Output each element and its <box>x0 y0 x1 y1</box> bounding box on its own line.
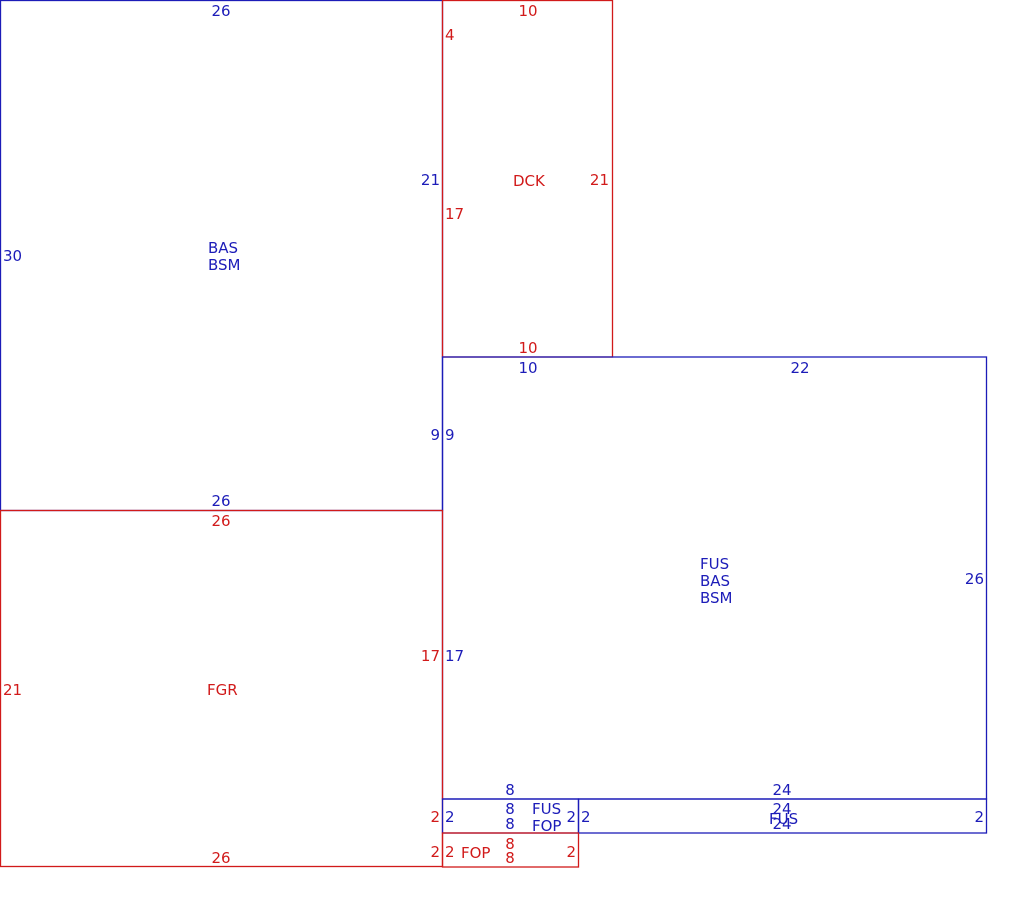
dck-upper-left-dim: 4 <box>445 26 455 44</box>
fus-strip-outline <box>577 798 988 834</box>
fus-fop-bottom-dim: 8 <box>505 815 515 833</box>
fus-strip-left-dim: 2 <box>581 808 591 826</box>
bas-bsm-top-dim: 26 <box>211 2 230 20</box>
fus-code-2: BAS <box>700 572 730 590</box>
bas-bsm-left-dim: 30 <box>3 247 22 265</box>
fop-bottom-dim: 8 <box>505 849 515 867</box>
fop-outline <box>441 832 580 868</box>
fop-code: FOP <box>461 844 490 862</box>
bas-bsm-code-2: BSM <box>208 256 241 274</box>
fgr-bottom-dim: 26 <box>211 849 230 867</box>
fgr-left-dim: 21 <box>3 681 22 699</box>
fus-bottom-left-dim: 8 <box>505 781 515 799</box>
fus-fop-code-1: FUS <box>532 800 561 818</box>
fus-fop-top-dim: 8 <box>505 800 515 818</box>
fus-top-right-dim: 22 <box>790 359 809 377</box>
fus-strip-bottom-dim: 24 <box>772 815 791 833</box>
fus-code-1: FUS <box>700 555 729 573</box>
fgr-code: FGR <box>207 681 238 699</box>
fop-left-dim: 2 <box>445 843 455 861</box>
fus-left-lower-dim: 17 <box>445 647 464 665</box>
dck-left-dim: 17 <box>445 205 464 223</box>
dck-right-dim: 21 <box>590 171 609 189</box>
bas-bsm-bottom-dim: 26 <box>211 492 230 510</box>
dck-code: DCK <box>513 172 546 190</box>
fus-top-left-dim: 10 <box>518 359 537 377</box>
bas-bsm-code-1: BAS <box>208 239 238 257</box>
bas-bsm-right-lower-dim: 9 <box>430 426 440 444</box>
fus-code-3: BSM <box>700 589 733 607</box>
fus-fop-code-2: FOP <box>532 817 561 835</box>
fgr-outline <box>0 509 444 868</box>
fus-fop-right-dim: 2 <box>566 808 576 826</box>
fus-strip-right-dim: 2 <box>974 808 984 826</box>
fop-outer-left-dim: 2 <box>430 843 440 861</box>
dck-top-dim: 10 <box>518 2 537 20</box>
dck-bottom-dim: 10 <box>518 339 537 357</box>
fus-left-upper-dim: 9 <box>445 426 455 444</box>
fus-fop-left-dim: 2 <box>445 808 455 826</box>
fop-right-dim: 2 <box>566 843 576 861</box>
fus-bottom-right-dim: 24 <box>772 781 791 799</box>
fgr-right-dim: 17 <box>421 647 440 665</box>
bas-bsm-right-dim: 21 <box>421 171 440 189</box>
fop-top-dim: 8 <box>505 835 515 853</box>
fus-right-dim: 26 <box>965 570 984 588</box>
fgr-top-dim: 26 <box>211 512 230 530</box>
fus-strip-code: FUS <box>769 810 798 828</box>
fus-strip-top-dim: 24 <box>772 800 791 818</box>
fgr-right-lower-dim: 2 <box>430 808 440 826</box>
